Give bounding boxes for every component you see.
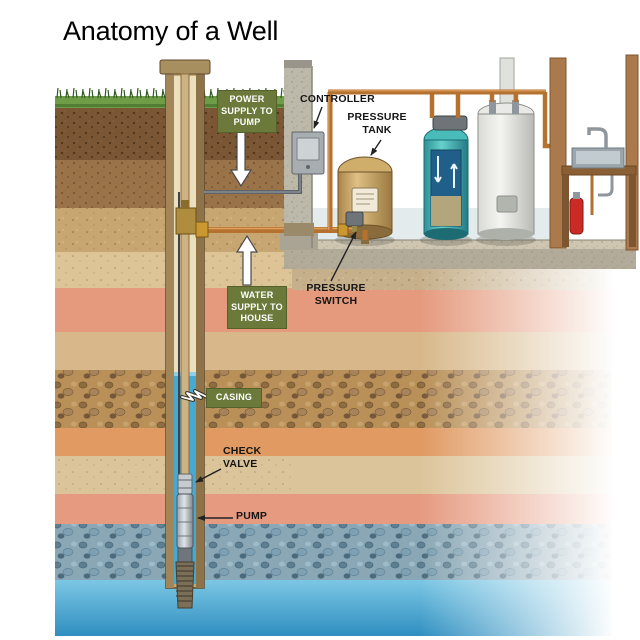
pressure-switch [345, 211, 364, 232]
label-power-supply-to-pump: POWER SUPPLY TO PUMP [217, 90, 277, 134]
check-valve-arrow [195, 468, 222, 483]
flow-down-arrow [434, 156, 442, 183]
water-heater [476, 100, 536, 246]
label-pressure-tank: PRESSURE TANK [347, 111, 407, 137]
label-casing: CASING [206, 388, 262, 408]
drop-pipe [180, 73, 190, 477]
wall-sleeve [284, 223, 314, 236]
tank-label-sticker [351, 187, 379, 213]
pressure-switch-arrow [330, 231, 357, 282]
fire-extinguisher [569, 197, 584, 235]
faucet [587, 127, 608, 148]
label-pressure-switch: PRESSURE SWITCH [306, 282, 366, 308]
well-cap [159, 59, 211, 75]
controller [291, 131, 325, 175]
page-title: Anatomy of a Well [63, 16, 279, 46]
label-pump: PUMP [236, 510, 268, 522]
pressure-tank-arrow [370, 139, 382, 156]
label-controller: CONTROLLER [300, 93, 375, 105]
submersible-pump [176, 493, 194, 563]
controller-arrow [313, 106, 323, 129]
ground-layers-right [292, 268, 616, 636]
pitless-fitting [195, 221, 209, 238]
well-casing [159, 59, 211, 609]
heater-flue [499, 57, 515, 109]
water-softener [420, 115, 472, 246]
power-supply-arrow [229, 130, 253, 188]
flow-up-arrow [450, 163, 458, 188]
well-screen [175, 561, 195, 609]
burner-door [496, 195, 518, 213]
drain-pipe [598, 175, 614, 197]
sink-area [549, 54, 639, 251]
water-supply-arrow [235, 234, 259, 286]
label-check-valve: CHECK VALVE [223, 445, 262, 471]
callout-arrows [180, 106, 382, 521]
softener-valve [432, 115, 468, 131]
pitless-adapter [175, 207, 197, 235]
power-conduit [204, 174, 302, 194]
check-valve [177, 473, 193, 495]
label-water-supply-to-house: WATER SUPPLY TO HOUSE [227, 286, 287, 330]
